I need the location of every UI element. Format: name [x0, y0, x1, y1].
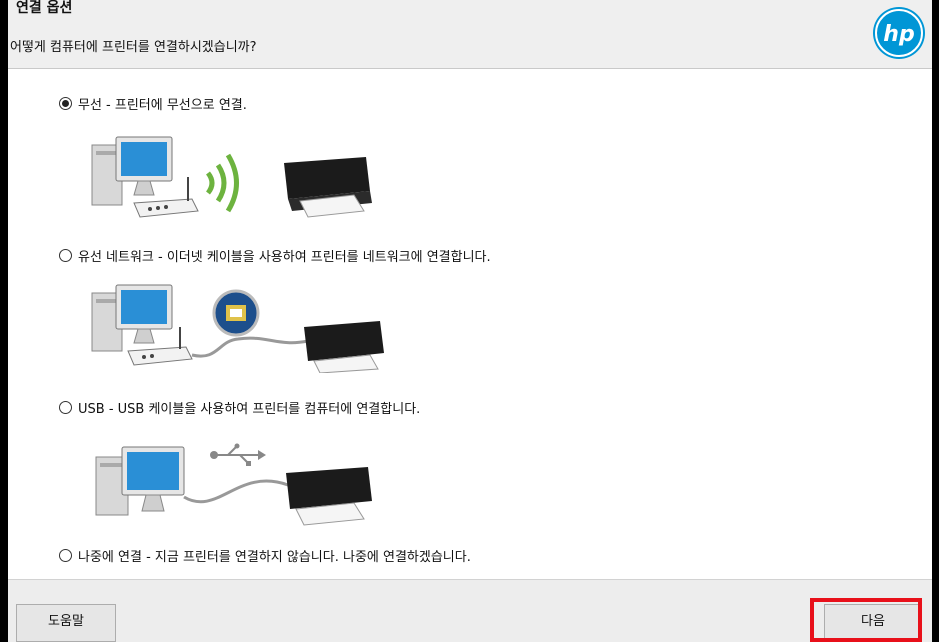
option-wireless[interactable]: 무선 - 프린터에 무선으로 연결. — [59, 94, 247, 113]
options-panel: 무선 - 프린터에 무선으로 연결. 유선 네트워크 - — [8, 69, 932, 580]
option-wired-network[interactable]: 유선 네트워크 - 이더넷 케이블을 사용하여 프린터를 네트워크에 연결합니다… — [59, 246, 491, 265]
radio-wireless[interactable] — [59, 97, 72, 110]
page-title: 연결 옵션 — [16, 0, 73, 16]
radio-usb[interactable] — [59, 401, 72, 414]
next-button[interactable]: 다음 — [824, 604, 922, 642]
wireless-illustration-icon — [91, 136, 372, 218]
usb-illustration-icon — [95, 443, 372, 526]
help-button[interactable]: 도움말 — [16, 604, 116, 642]
svg-text:hp: hp — [883, 22, 914, 47]
header: 연결 옵션 어떻게 컴퓨터에 프린터를 연결하시겠습니까? hp — [8, 0, 932, 69]
option-usb-label: USB - USB 케이블을 사용하여 프린터를 컴퓨터에 연결합니다. — [78, 402, 421, 417]
wired-network-illustration-icon — [91, 284, 384, 373]
option-usb[interactable]: USB - USB 케이블을 사용하여 프린터를 컴퓨터에 연결합니다. — [59, 398, 420, 417]
option-connect-later[interactable]: 나중에 연결 - 지금 프린터를 연결하지 않습니다. 나중에 연결하겠습니다. — [59, 546, 471, 565]
next-button-highlight — [810, 598, 922, 642]
hp-logo-icon: hp — [873, 7, 925, 59]
page-question: 어떻게 컴퓨터에 프린터를 연결하시겠습니까? — [10, 40, 257, 55]
radio-connect-later[interactable] — [59, 549, 72, 562]
installer-window: 연결 옵션 어떻게 컴퓨터에 프린터를 연결하시겠습니까? hp 무선 - 프린… — [8, 0, 932, 642]
radio-wired-network[interactable] — [59, 249, 72, 262]
option-connect-later-label: 나중에 연결 - 지금 프린터를 연결하지 않습니다. 나중에 연결하겠습니다. — [78, 550, 471, 565]
option-wired-network-label: 유선 네트워크 - 이더넷 케이블을 사용하여 프린터를 네트워크에 연결합니다… — [78, 250, 491, 265]
option-wireless-label: 무선 - 프린터에 무선으로 연결. — [78, 98, 247, 113]
